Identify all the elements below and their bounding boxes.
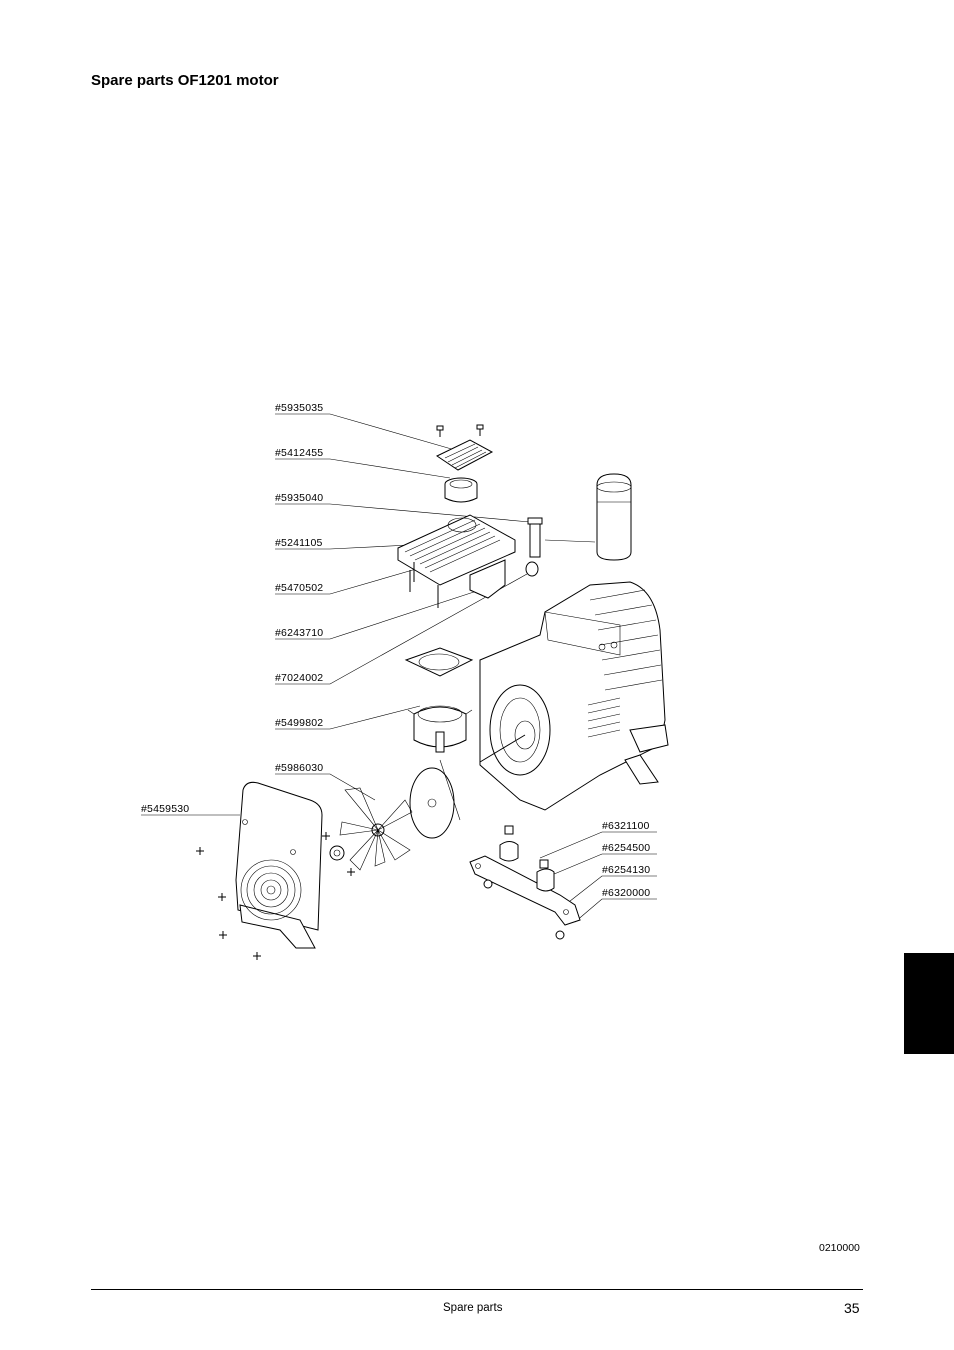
fan-cover [235, 781, 323, 949]
part-label-5986030: #5986030 [275, 762, 324, 774]
gasket [404, 647, 474, 677]
part-label-6320000: #6320000 [602, 887, 651, 899]
part-label-5935040: #5935040 [275, 492, 324, 504]
fitting-nipple [525, 517, 543, 577]
mounting-bracket [469, 855, 581, 926]
part-label-5470502: #5470502 [275, 582, 324, 594]
section-thumb-tab [904, 953, 954, 1054]
page-number: 35 [844, 1300, 860, 1316]
leader-lines [141, 413, 657, 923]
valve-plate [435, 439, 494, 471]
footer-section-title: Spare parts [443, 1302, 503, 1314]
filter-element [444, 477, 478, 503]
rubber-foot-2 [536, 859, 555, 892]
rubber-foot-1 [499, 825, 519, 862]
part-label-5499802: #5499802 [275, 717, 324, 729]
fan-nut [329, 845, 345, 861]
page-title: Spare parts OF1201 motor [91, 72, 279, 89]
part-label-7024002: #7024002 [275, 672, 324, 684]
part-label-6254500: #6254500 [602, 842, 651, 854]
part-label-6243710: #6243710 [275, 627, 324, 639]
connecting-rod [409, 759, 461, 839]
silencer [596, 473, 632, 561]
drawing-code: 0210000 [819, 1242, 860, 1254]
part-label-5412455: #5412455 [275, 447, 324, 459]
footer-divider [91, 1289, 863, 1290]
part-label-6321100: #6321100 [602, 820, 650, 832]
cover-screws [196, 832, 355, 960]
part-label-5241105: #5241105 [275, 537, 323, 549]
cylinder-head [397, 514, 516, 608]
motor-housing [479, 581, 669, 811]
nuts [483, 879, 565, 940]
part-label-6254130: #6254130 [602, 864, 651, 876]
part-label-5459530: #5459530 [141, 803, 190, 815]
top-screws [436, 424, 484, 437]
part-label-5935035: #5935035 [275, 402, 324, 414]
cylinder [407, 705, 473, 753]
fan [339, 787, 413, 871]
